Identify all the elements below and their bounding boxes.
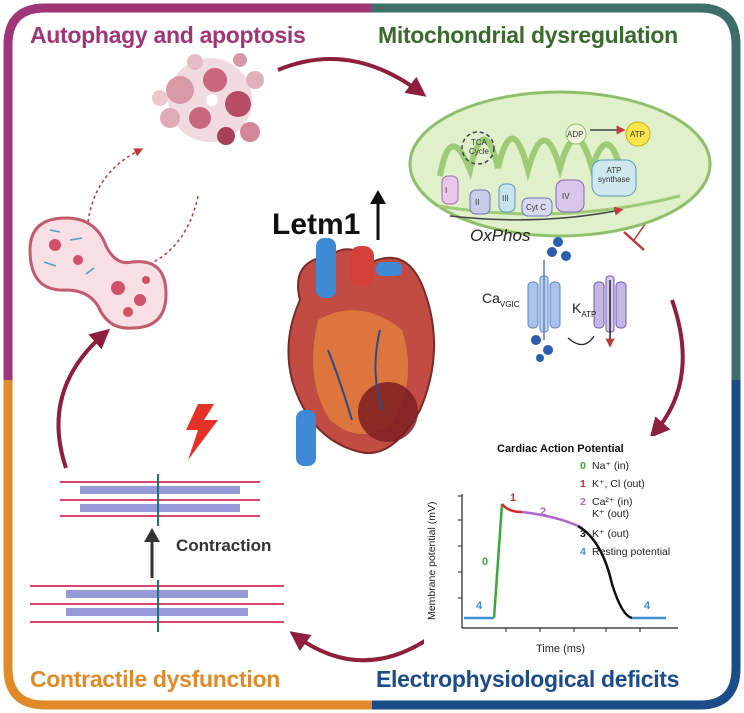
phase-label-4-left: 4 [476,600,483,612]
title-contractile: Contractile dysfunction [30,666,280,692]
mitochondrion [408,90,712,238]
phase-3 [577,524,633,620]
tca-cycle-label: TCA Cycle [468,138,489,156]
title-electrophysiological: Electrophysiological deficits [376,666,680,692]
lightning-icon [186,404,218,460]
heart-illustration [287,238,435,466]
autophagosome-aggregate [152,53,264,145]
frame-bottom-right [372,380,741,710]
channel-feedback-arrow [567,335,595,346]
arrow-autophagy-to-mito [277,57,427,97]
sarcomere-contracted [60,474,260,526]
arrow-mito-to-electro [649,299,685,439]
title-autophagy: Autophagy and apoptosis [30,22,306,48]
adp-label: ADP [567,130,584,139]
phase-label-2: 2 [540,506,547,518]
inhibit-bar [623,231,645,251]
phase-0 [492,503,504,619]
atp-synthase-label: ATP synthase [597,166,631,184]
action-potential-plot [424,436,714,656]
phase-label-1: 1 [510,492,517,504]
phase-2 [521,510,579,528]
k-atp-channel [593,275,627,348]
ap-ylabel: Membrane potential (mV) [426,501,438,620]
phase-label-4-right: 4 [644,600,651,612]
frame-bottom-left [3,380,372,710]
apoptotic-cell [28,216,168,330]
sarcomere-relaxed [30,580,284,632]
phase-label-0: 0 [482,556,489,568]
ca-vgic-label: CaVGIC [482,290,520,309]
cyt-c-label: Cyt C [526,203,546,212]
complex-ii-label: II [475,198,480,207]
gene-label-letm1: Letm1 [272,208,361,241]
k-atp-label: KATP [572,300,597,319]
ap-title: Cardiac Action Potential [497,443,624,455]
phase-1 [501,503,523,514]
contraction-label: Contraction [176,536,272,555]
ap-xlabel: Time (ms) [536,643,586,655]
arrow-aggregate-to-cell [136,195,199,271]
title-mitochondrial: Mitochondrial dysregulation [378,22,678,48]
ca-vgic-channel [527,237,571,362]
arrow-vesicle-to-aggregate [87,148,144,223]
arrow-contract-to-autophagy [56,328,111,469]
frame-top-left [3,3,372,380]
complex-iii-label: III [502,194,509,203]
frame-top-right [372,3,741,380]
complex-iv-label: IV [562,192,570,201]
complex-i-label: I [445,186,448,195]
atp-label: ATP [630,130,645,139]
oxphos-label: OxPhos [470,226,531,245]
